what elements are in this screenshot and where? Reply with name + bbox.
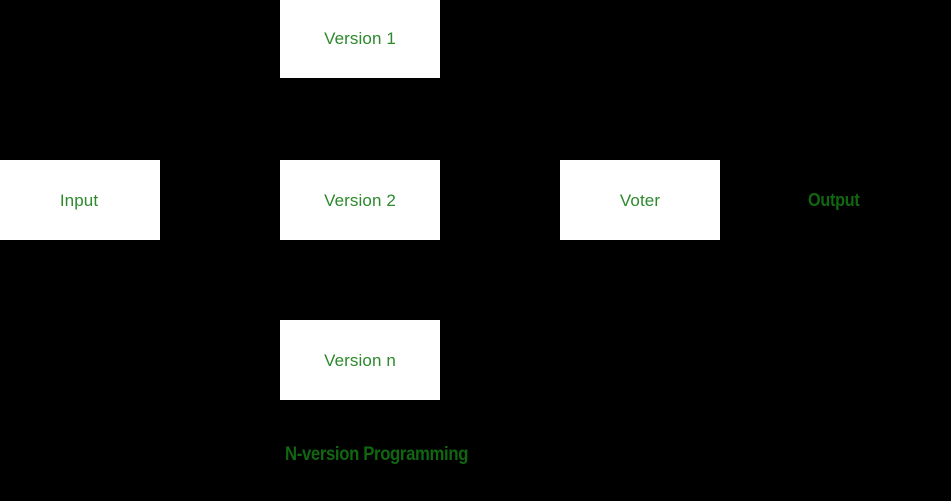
- node-version-2-label: Version 2: [324, 190, 396, 210]
- node-voter-label: Voter: [619, 190, 661, 210]
- node-version-1[interactable]: Version 1: [280, 0, 440, 78]
- node-version-1-label: Version 1: [324, 28, 396, 48]
- node-version-n[interactable]: Version n: [280, 320, 440, 400]
- node-version-n-label: Version n: [324, 350, 396, 370]
- node-voter[interactable]: Voter: [560, 160, 720, 240]
- diagram-caption: N-version Programming: [285, 444, 469, 465]
- node-input[interactable]: Input: [0, 160, 160, 240]
- node-version-2[interactable]: Version 2: [280, 160, 440, 240]
- output-label: Output: [808, 190, 860, 210]
- node-input-label: Input: [59, 190, 99, 210]
